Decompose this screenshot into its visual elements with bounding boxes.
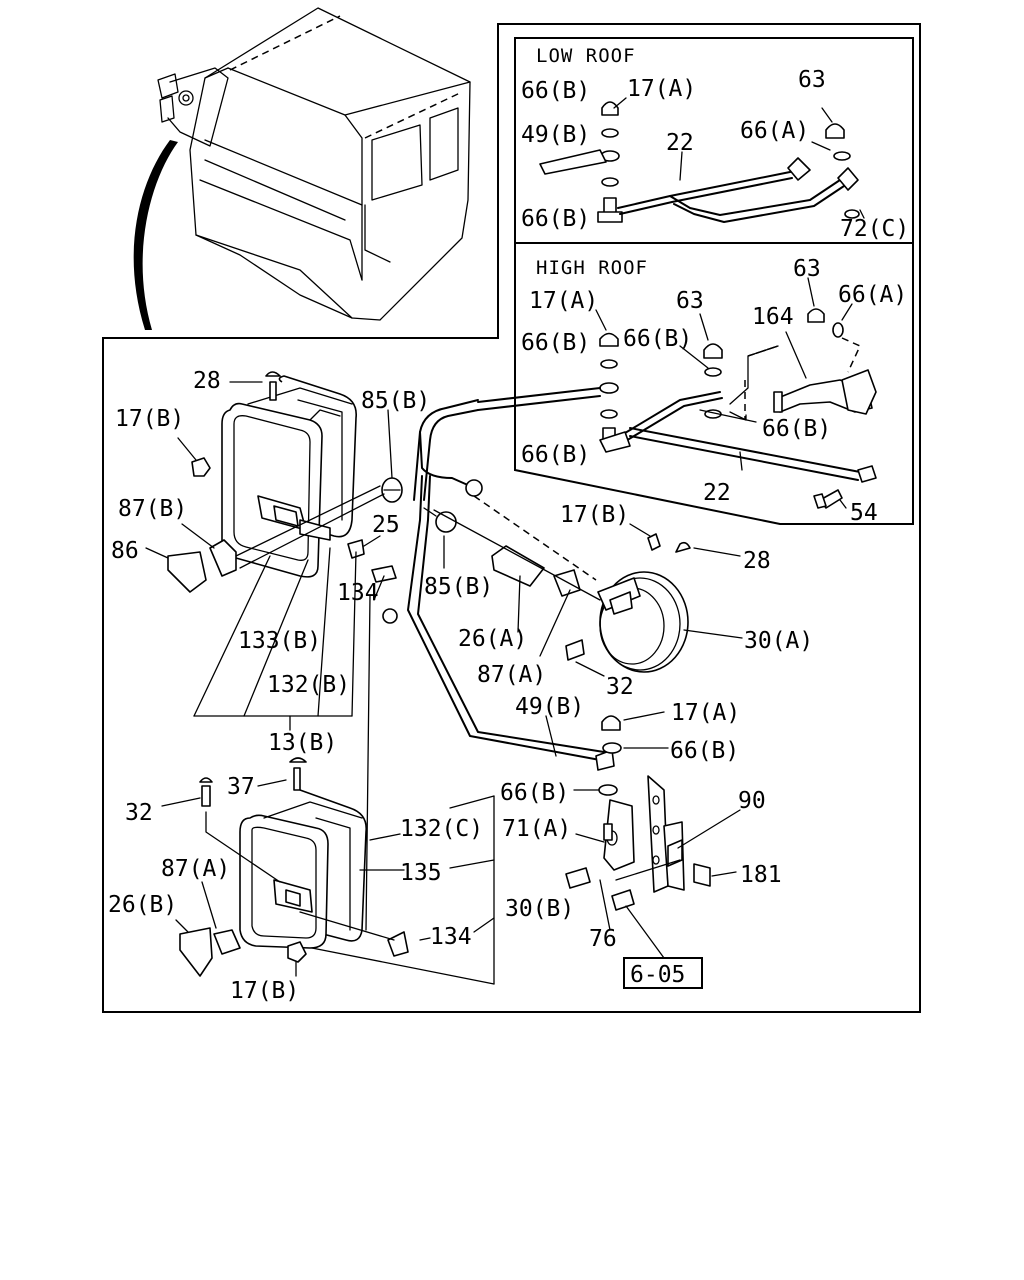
label-66a-high: 66(A) — [838, 282, 907, 308]
label-135: 135 — [400, 860, 442, 886]
label-66b-low-2: 66(B) — [521, 206, 590, 232]
label-66b-low: 66(B) — [521, 78, 590, 104]
high-roof-title: HIGH ROOF — [536, 257, 648, 279]
label-32-b: 32 — [125, 800, 153, 826]
label-86: 86 — [111, 538, 139, 564]
label-30b: 30(B) — [505, 896, 574, 922]
label-17a-main: 17(A) — [671, 700, 740, 726]
label-63-high-a: 63 — [793, 256, 821, 282]
label-132c: 132(C) — [400, 816, 483, 842]
reference-box — [623, 957, 703, 989]
label-28-b: 28 — [743, 548, 771, 574]
label-17b-a: 17(B) — [115, 406, 184, 432]
label-181: 181 — [740, 862, 782, 888]
label-17b-c: 17(B) — [230, 978, 299, 1004]
label-22-low: 22 — [666, 130, 694, 156]
label-85b-b: 85(B) — [424, 574, 493, 600]
label-87a-b: 87(A) — [161, 856, 230, 882]
label-66b-high-a: 66(B) — [521, 330, 590, 356]
label-63-low: 63 — [798, 67, 826, 93]
main-diagram-frame — [102, 23, 921, 1013]
label-87a-a: 87(A) — [477, 662, 546, 688]
label-17b-b: 17(B) — [560, 502, 629, 528]
label-26a: 26(A) — [458, 626, 527, 652]
label-66b-high-c: 66(B) — [762, 416, 831, 442]
label-13b: 13(B) — [268, 730, 337, 756]
label-66b-main-a: 66(B) — [670, 738, 739, 764]
label-17a-low: 17(A) — [627, 76, 696, 102]
label-85b-a: 85(B) — [361, 388, 430, 414]
label-66b-high-b: 66(B) — [623, 326, 692, 352]
label-28-a: 28 — [193, 368, 221, 394]
label-66a-low: 66(A) — [740, 118, 809, 144]
label-134-b: 134 — [430, 924, 472, 950]
low-roof-title: LOW ROOF — [536, 45, 636, 67]
label-37: 37 — [227, 774, 255, 800]
label-133b: 133(B) — [238, 628, 321, 654]
label-71a: 71(A) — [502, 816, 571, 842]
main-assembly — [145, 371, 743, 985]
label-32-a: 32 — [606, 674, 634, 700]
label-66b-main-b: 66(B) — [500, 780, 569, 806]
label-132b: 132(B) — [267, 672, 350, 698]
label-164: 164 — [752, 304, 794, 330]
reference-label: 6-05 — [630, 962, 685, 988]
cab-illustration — [133, 7, 471, 330]
label-134-a: 134 — [337, 580, 379, 606]
label-90: 90 — [738, 788, 766, 814]
label-22-high: 22 — [703, 480, 731, 506]
label-66b-high-d: 66(B) — [521, 442, 590, 468]
label-26b: 26(B) — [108, 892, 177, 918]
label-17a-high: 17(A) — [529, 288, 598, 314]
label-30a: 30(A) — [744, 628, 813, 654]
label-49b-low: 49(B) — [521, 122, 590, 148]
label-25: 25 — [372, 512, 400, 538]
label-76: 76 — [589, 926, 617, 952]
label-63-high-b: 63 — [676, 288, 704, 314]
label-49b-main: 49(B) — [515, 694, 584, 720]
label-87b: 87(B) — [118, 496, 187, 522]
label-72c-low: 72(C) — [840, 216, 909, 242]
high-roof-inset: HIGH ROOF — [477, 242, 914, 525]
label-54: 54 — [850, 500, 878, 526]
